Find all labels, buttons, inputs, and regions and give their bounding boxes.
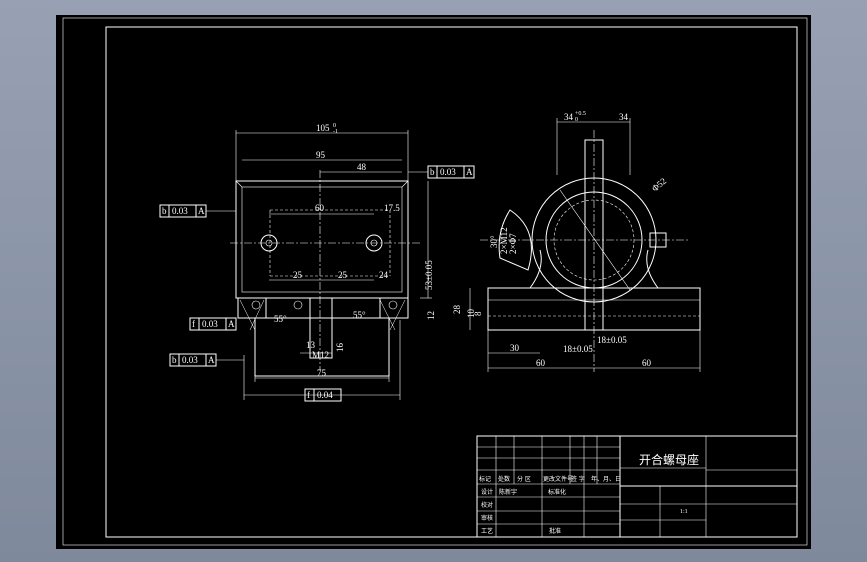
front-view: 105 0 -1 95 48 60 17.5 25 25 24 53±0.05 … — [159, 123, 475, 402]
left-lug — [237, 297, 267, 319]
dim-34-left: 34 — [564, 112, 574, 122]
dim-34-right: 34 — [619, 112, 629, 122]
front-body-inner — [241, 186, 403, 293]
lower-block — [254, 317, 390, 377]
dim-18-a: 18±0.05 — [563, 344, 593, 354]
svg-text:更改文件号: 更改文件号 — [543, 475, 573, 483]
svg-text:年、月、日: 年、月、日 — [591, 475, 621, 483]
svg-text:A: A — [208, 355, 215, 365]
part-name: 开合螺母座 — [639, 452, 699, 467]
dim-thread-depth: 2×Φ7 — [508, 233, 518, 254]
svg-text:-1: -1 — [333, 129, 338, 135]
dim-24: 24 — [379, 270, 389, 280]
svg-text:0.04: 0.04 — [317, 390, 333, 400]
dim-105: 105 — [316, 123, 330, 133]
gdt-frame-5: f 0.04 — [304, 388, 342, 402]
svg-text:A: A — [198, 206, 205, 216]
dim-angle-right: 55° — [353, 310, 366, 320]
svg-text:0.03: 0.03 — [440, 167, 456, 177]
dim-60: 60 — [315, 203, 325, 213]
svg-text:校对: 校对 — [481, 501, 493, 509]
svg-text:审核: 审核 — [481, 514, 493, 522]
svg-text:0.03: 0.03 — [182, 355, 198, 365]
center-slot — [309, 297, 333, 359]
dim-angle: 30° — [489, 235, 499, 248]
dim-8: 8 — [473, 311, 483, 316]
inner-frame — [105, 26, 798, 538]
dim-30: 30 — [510, 343, 520, 353]
svg-text:设计: 设计 — [481, 488, 493, 496]
dim-75: 75 — [317, 368, 327, 378]
dim-10: 10 — [466, 309, 476, 319]
svg-text:0.03: 0.03 — [202, 319, 218, 329]
dim-13: 13 — [306, 340, 316, 350]
dim-95: 95 — [316, 150, 326, 160]
side-boss-left — [498, 209, 532, 271]
gdt-frame-4: b 0.03 A — [169, 353, 244, 367]
dim-17-5: 17.5 — [384, 203, 400, 213]
dim-thread: 2×M12 — [499, 227, 509, 254]
svg-text:处数: 处数 — [498, 475, 510, 483]
svg-text:b: b — [172, 355, 177, 365]
svg-text:+0.5: +0.5 — [575, 111, 586, 117]
svg-text:0: 0 — [333, 123, 336, 129]
svg-text:工艺: 工艺 — [481, 527, 493, 535]
dim-25b: 25 — [338, 270, 348, 280]
gdt-frame-3: f 0.03 A — [189, 317, 237, 331]
right-lug — [379, 297, 409, 319]
svg-text:标记: 标记 — [479, 475, 491, 483]
svg-text:b: b — [430, 167, 435, 177]
drawing-sheet — [56, 15, 811, 549]
gdt-frame-2: b 0.03 A — [159, 204, 236, 218]
dim-60-left: 60 — [536, 358, 546, 368]
svg-text:分 区: 分 区 — [517, 475, 531, 483]
svg-text:A: A — [466, 167, 473, 177]
svg-text:签 字: 签 字 — [571, 475, 585, 483]
svg-text:陈新宇: 陈新宇 — [499, 488, 517, 496]
dim-53: 53±0.05 — [424, 260, 434, 290]
outer-frame — [62, 17, 808, 546]
title-block: 开合螺母座 1:1 标记 处数 分 区 更改文件号 签 字 年、月、日 设计 陈… — [476, 435, 798, 538]
dim-60-right: 60 — [642, 358, 652, 368]
svg-text:f: f — [307, 390, 310, 400]
dim-16: 16 — [335, 343, 345, 353]
dim-angle-left: 55° — [274, 314, 287, 324]
gdt-frame-1: b 0.03 A — [408, 165, 475, 179]
dim-28: 28 — [452, 305, 462, 315]
svg-text:标准化: 标准化 — [548, 488, 566, 496]
side-view: 34 +0.5 0 34 Φ52 2×M12 2×Φ7 30° 28 10 8 … — [452, 111, 701, 372]
dim-18-b: 18±0.05 — [597, 335, 627, 345]
dim-m12: M12 — [312, 350, 329, 360]
scale-value: 1:1 — [680, 509, 688, 515]
dim-25a: 25 — [293, 270, 303, 280]
svg-text:0.03: 0.03 — [172, 206, 188, 216]
svg-text:批准: 批准 — [549, 527, 561, 535]
svg-text:b: b — [162, 206, 167, 216]
svg-text:A: A — [228, 319, 235, 329]
svg-text:f: f — [192, 319, 195, 329]
dim-12: 12 — [426, 311, 436, 320]
svg-text:0: 0 — [575, 117, 578, 123]
dim-48: 48 — [357, 162, 367, 172]
